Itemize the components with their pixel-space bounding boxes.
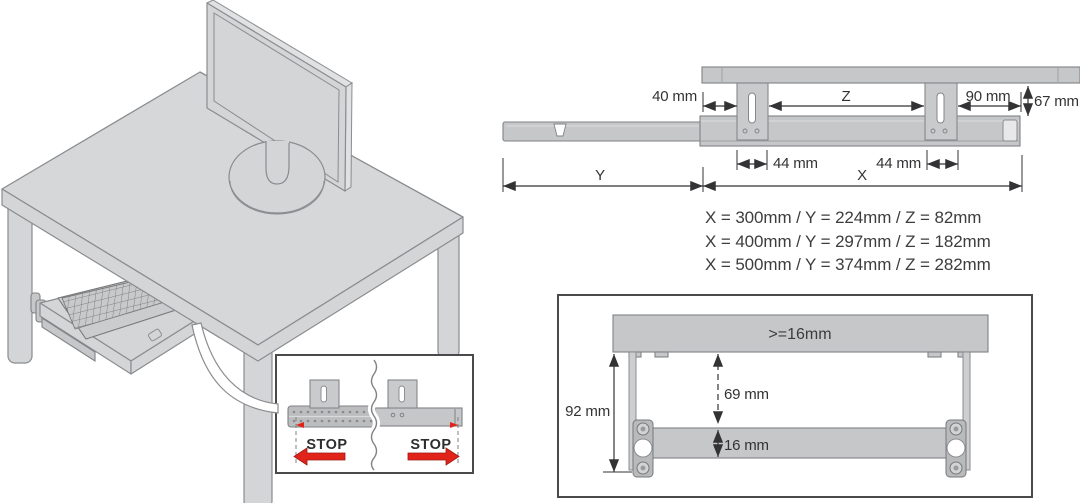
dimension-40mm: 40 mm	[652, 88, 737, 112]
tray-latch	[148, 328, 162, 342]
dimension-69mm: 69 mm	[712, 354, 769, 424]
roller-carriage-left	[632, 419, 654, 478]
rivet	[930, 128, 936, 134]
callout-curve	[191, 322, 279, 414]
dimension-z: Z	[769, 88, 924, 112]
monitor-stand	[265, 141, 290, 185]
size-row: X = 500mm / Y = 374mm / Z = 282mm	[705, 255, 991, 274]
rail-cutout	[553, 123, 567, 137]
dim-label-16mm: 16 mm	[724, 437, 769, 454]
break-line	[370, 359, 378, 471]
bracket-slot	[398, 385, 405, 403]
desk-leg-front	[243, 337, 273, 503]
dimension-92mm: 92 mm	[565, 354, 632, 473]
rivet	[942, 128, 948, 134]
stop-label-right: STOP	[410, 437, 451, 453]
bracket-slot	[320, 385, 327, 403]
dim-label-92mm: 92 mm	[565, 403, 610, 420]
stop-mark-left	[296, 422, 304, 428]
desk-panel-front	[612, 314, 989, 353]
dimension-y: Y	[502, 158, 703, 192]
rail-dimension-diagram: 40 mm Z 90 mm 67 mm 44 mm	[502, 66, 1080, 192]
dim-label-90mm: 90 mm	[966, 88, 1011, 105]
desk-illustration: STOP STOP	[1, 0, 474, 503]
bearing-balls	[292, 410, 373, 423]
monitor-stand-fill	[266, 141, 289, 184]
desk-edge-thickness	[1, 188, 464, 362]
mount-tab	[927, 351, 942, 358]
dimension-44mm-right: 44 mm	[876, 150, 959, 172]
tray-rail-strip	[41, 316, 96, 363]
dim-label-x: X	[857, 167, 867, 184]
rivet	[754, 128, 760, 134]
monitor-panel	[206, 2, 347, 192]
bracket-slot	[748, 92, 756, 124]
stop-label-left: STOP	[306, 437, 347, 453]
dim-label-67mm: 67 mm	[1034, 93, 1079, 110]
roller-carriage-right	[945, 419, 967, 478]
dimension-67mm: 67 mm	[1022, 86, 1079, 116]
dimension-90mm: 90 mm	[958, 88, 1022, 112]
desk-legs	[7, 195, 460, 503]
desk-panel	[701, 66, 1080, 84]
rail-endcap	[1002, 119, 1018, 142]
stop-mark-right	[450, 422, 458, 428]
dim-label-69mm: 69 mm	[724, 386, 769, 403]
dimension-x: X	[702, 155, 1023, 192]
stop-arrow-left-icon	[293, 447, 346, 466]
size-row: X = 300mm / Y = 224mm / Z = 82mm	[705, 208, 982, 227]
stop-inset: STOP STOP	[275, 354, 474, 474]
dim-label-y: Y	[595, 167, 605, 184]
desk-leg-right	[437, 227, 460, 359]
inset-bracket-right	[387, 379, 418, 409]
rail-extended-member	[502, 121, 703, 142]
dim-label-44mm-right: 44 mm	[876, 155, 921, 172]
desk-top	[1, 71, 464, 362]
size-row: X = 400mm / Y = 297mm / Z = 182mm	[705, 231, 991, 251]
mount-tab	[654, 351, 669, 358]
tray-panel-front	[647, 427, 951, 459]
bracket-slot	[936, 92, 945, 124]
inset-rail-outer	[374, 407, 463, 427]
panel-thickness-label: >=16mm	[768, 326, 831, 343]
monitor	[205, 0, 353, 215]
dim-label-z: Z	[842, 88, 851, 105]
monitor-bezel-line	[213, 12, 340, 183]
stop-arrow-right-icon	[407, 447, 460, 466]
dim-label-44mm-left: 44 mm	[773, 155, 818, 172]
rivet	[742, 128, 748, 134]
rivet	[390, 412, 396, 418]
mounting-diagram: >=16mm	[557, 294, 1033, 498]
monitor-base-rim	[229, 180, 325, 215]
rivet	[399, 412, 405, 418]
size-table: X = 300mm / Y = 224mm / Z = 82mm X = 400…	[705, 206, 991, 277]
dim-label-40mm: 40 mm	[652, 88, 697, 105]
dimension-16mm: 16 mm	[712, 430, 769, 457]
dimension-44mm-left: 44 mm	[736, 150, 818, 172]
